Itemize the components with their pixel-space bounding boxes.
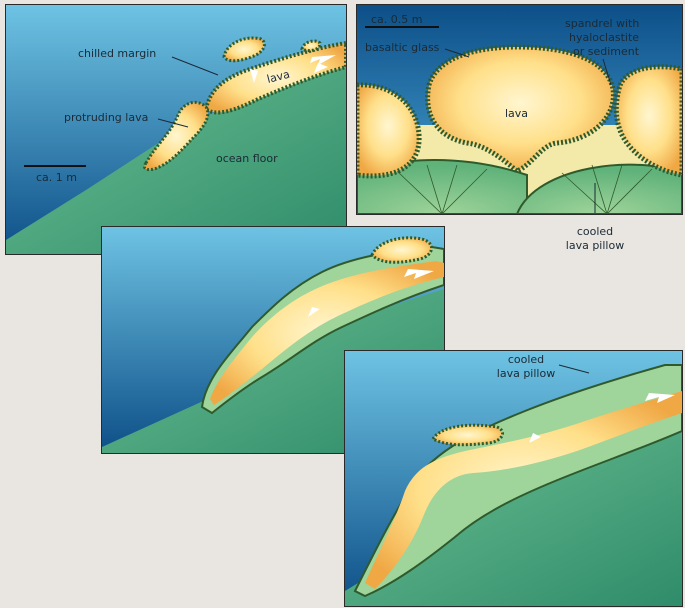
label-cooled-2: lava pillow xyxy=(555,239,635,253)
label-cooled-1: cooled xyxy=(486,353,566,367)
label-basaltic-glass: basaltic glass xyxy=(365,41,440,54)
label-cooled-pillow-block: cooled lava pillow xyxy=(555,225,635,253)
label-cooled-1: cooled xyxy=(555,225,635,239)
label-ocean-floor: ocean floor xyxy=(216,152,278,165)
label-protruding-lava: protruding lava xyxy=(64,111,148,124)
label-spandrel-1: spandrel with xyxy=(565,17,639,30)
label-lava: lava xyxy=(505,107,528,120)
label-cooled-pillow-block-2: cooled lava pillow xyxy=(486,353,566,381)
label-cooled-2: lava pillow xyxy=(486,367,566,381)
panel-pillow-accumulation xyxy=(344,350,683,607)
label-spandrel-3: or sediment xyxy=(573,45,640,58)
panel-initial-flow: chilled margin lava protruding lava ocea… xyxy=(5,4,347,255)
panel-pillow-cross-section: ca. 0.5 m basaltic glass spandrel with h… xyxy=(356,4,683,215)
label-scale-half-m: ca. 0.5 m xyxy=(371,13,423,26)
label-scale-1m: ca. 1 m xyxy=(36,171,77,184)
label-spandrel-2: hyaloclastite xyxy=(569,31,639,44)
label-chilled-margin: chilled margin xyxy=(78,47,156,60)
